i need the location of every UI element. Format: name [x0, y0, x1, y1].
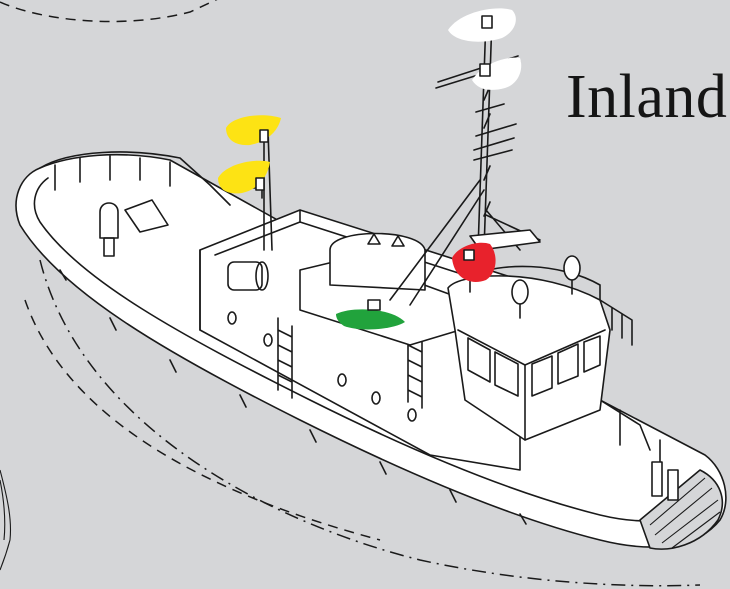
towing-light-upper — [226, 115, 281, 145]
page-title: Inland — [566, 62, 727, 133]
